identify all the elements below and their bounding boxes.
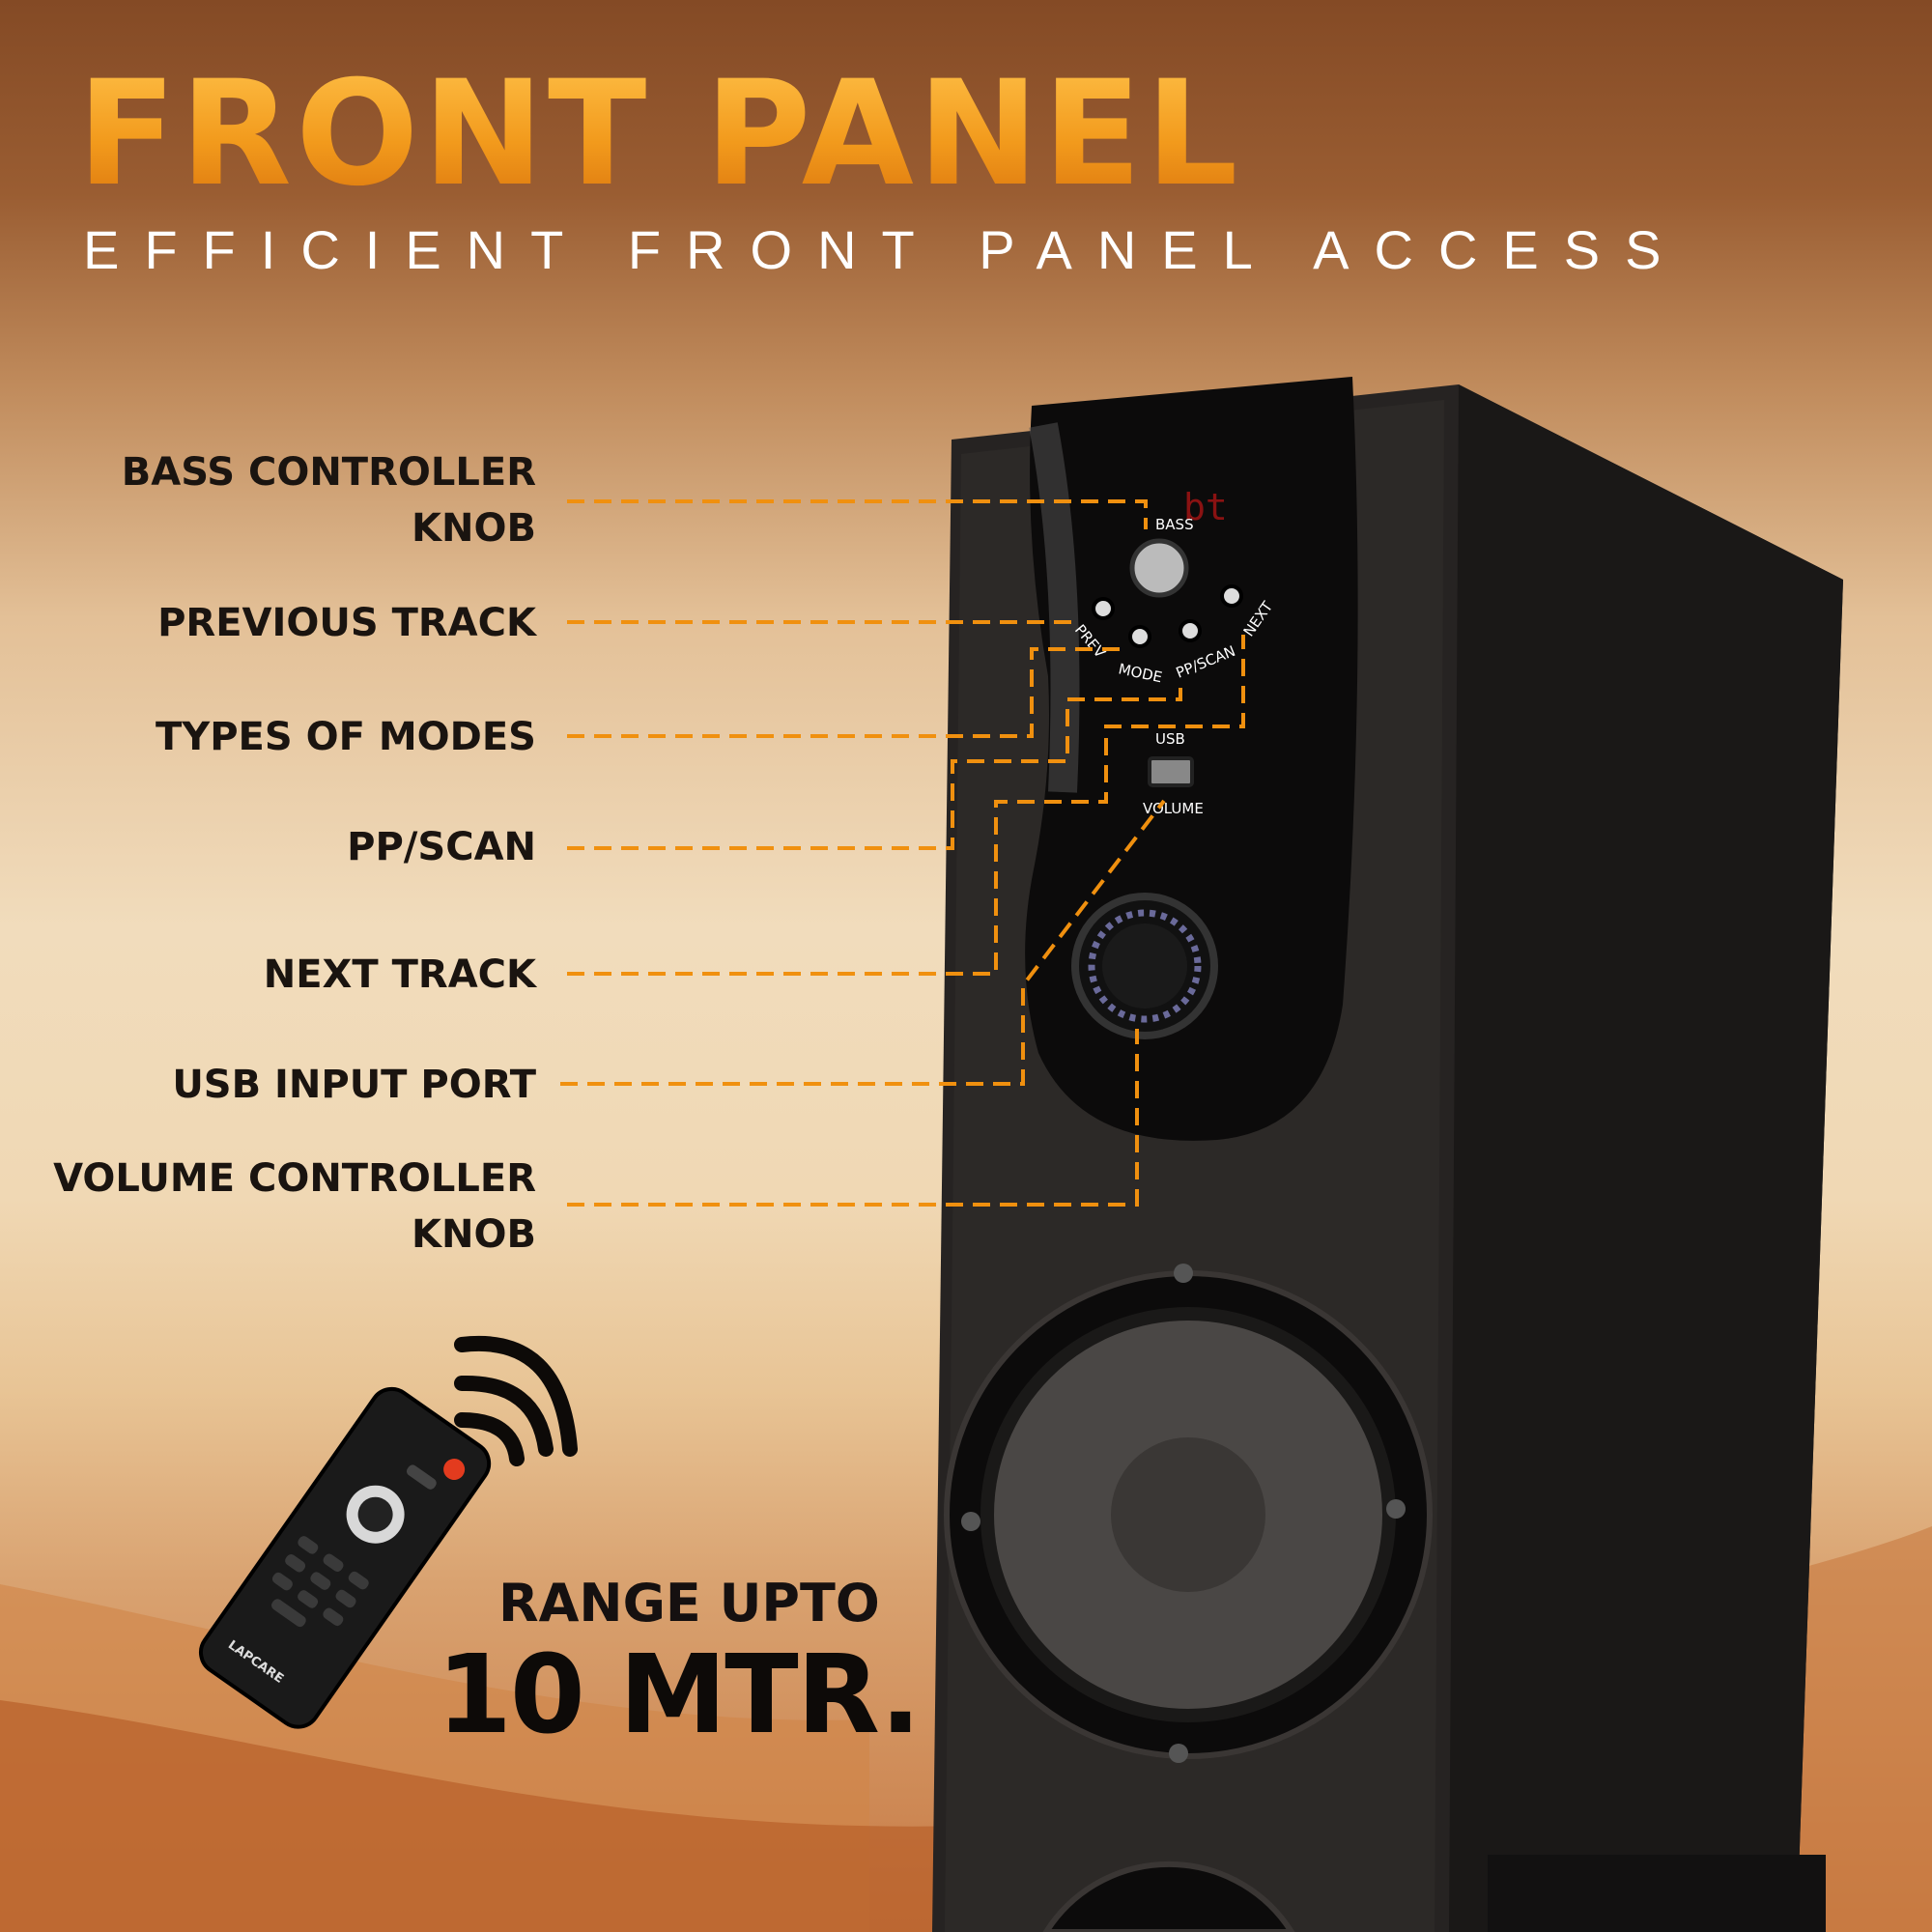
label-line: BASS CONTROLLER xyxy=(121,450,536,495)
prev-button[interactable] xyxy=(1092,597,1115,620)
signal-waves-icon xyxy=(454,1335,578,1466)
volume-knob[interactable] xyxy=(1102,923,1187,1009)
label-line: VOLUME CONTROLLER xyxy=(53,1156,536,1201)
next-button[interactable] xyxy=(1220,584,1243,608)
label-bass-controller: BASS CONTROLLER KNOB xyxy=(122,444,536,556)
callout-line-volume xyxy=(567,1029,1139,1207)
ppscan-button[interactable] xyxy=(1179,619,1202,642)
callout-line-ppscan xyxy=(567,688,1182,850)
label-pp-scan: PP/SCAN xyxy=(347,825,536,869)
bass-label: BASS xyxy=(1155,516,1194,533)
speaker-side xyxy=(1449,384,1843,1932)
mode-button[interactable] xyxy=(1128,625,1151,648)
remote-number-keys xyxy=(271,1536,369,1628)
lower-woofer xyxy=(1042,1861,1295,1932)
range-label: RANGE UPTO xyxy=(498,1573,880,1634)
usb-port[interactable] xyxy=(1148,756,1194,787)
label-previous-track: PREVIOUS TRACK xyxy=(157,601,536,645)
callout-line-mode xyxy=(567,647,1121,738)
usb-label: USB xyxy=(1155,730,1185,748)
callout-line-next xyxy=(567,635,1245,976)
callout-line-bass xyxy=(567,499,1148,529)
callout-line-usb xyxy=(560,799,1166,1086)
remote-mode-key xyxy=(406,1464,437,1490)
label-usb-input-port: USB INPUT PORT xyxy=(172,1063,536,1107)
power-button-icon xyxy=(443,1459,466,1481)
bass-knob[interactable] xyxy=(1129,538,1189,598)
range-value: 10 MTR. xyxy=(437,1633,922,1758)
page-subtitle: EFFICIENT FRONT PANEL ACCESS xyxy=(83,219,1687,280)
remote-control: LAPCARE xyxy=(198,1386,492,1729)
label-volume-controller: VOLUME CONTROLLER KNOB xyxy=(53,1151,536,1263)
page-title: FRONT PANEL xyxy=(77,50,1242,218)
label-line: KNOB xyxy=(412,506,536,551)
led-display: bt xyxy=(1183,486,1228,528)
label-types-of-modes: TYPES OF MODES xyxy=(155,715,536,759)
label-next-track: NEXT TRACK xyxy=(263,952,536,997)
label-line: KNOB xyxy=(412,1212,536,1257)
volume-label: VOLUME xyxy=(1143,800,1204,817)
